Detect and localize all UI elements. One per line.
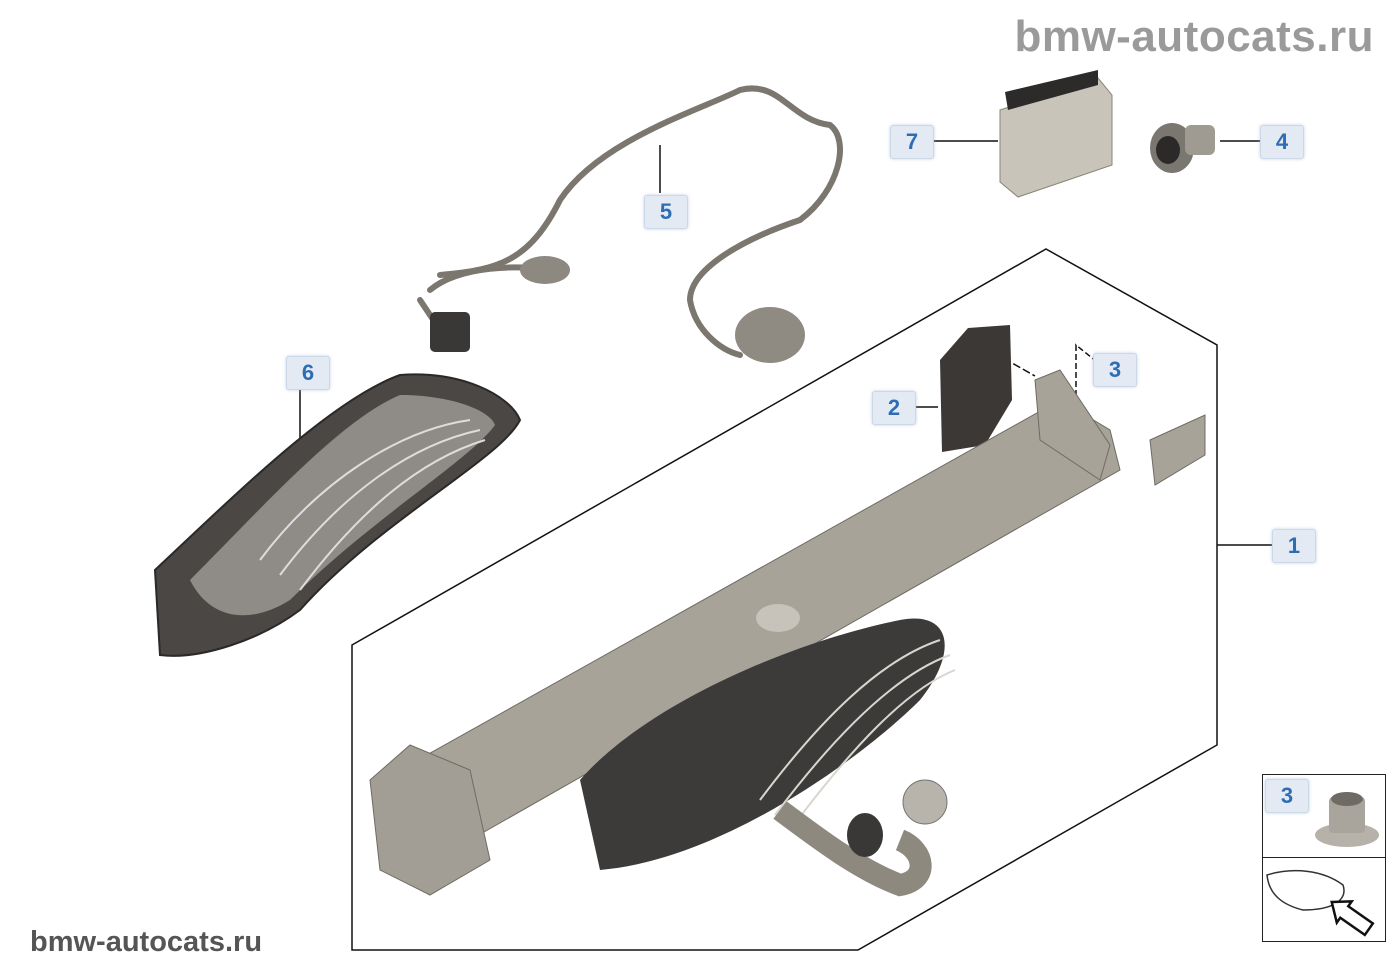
callout-4[interactable]: 4 bbox=[1260, 125, 1304, 159]
watermark-bottom: bmw-autocats.ru bbox=[30, 926, 263, 958]
nut-location-inset: 3 bbox=[1262, 774, 1386, 942]
callout-5[interactable]: 5 bbox=[644, 195, 688, 229]
grommet bbox=[520, 256, 570, 284]
gasket-part bbox=[940, 325, 1012, 452]
wheel-well-insert-part bbox=[153, 373, 522, 657]
tow-hitch-part bbox=[369, 369, 1206, 897]
car-outline-icon bbox=[1266, 869, 1345, 911]
nut-and-car-illustration bbox=[1266, 792, 1379, 937]
nut-body bbox=[1329, 797, 1365, 833]
assembly-frame bbox=[351, 248, 1218, 951]
socket-part bbox=[1150, 123, 1215, 173]
callout-7[interactable]: 7 bbox=[890, 125, 934, 159]
socket-housing bbox=[735, 307, 805, 363]
inset-divider bbox=[1263, 857, 1385, 858]
callout-2[interactable]: 2 bbox=[872, 391, 916, 425]
connector bbox=[430, 312, 470, 352]
inset-callout-3[interactable]: 3 bbox=[1265, 779, 1309, 813]
watermark-top: bmw-autocats.ru bbox=[1014, 12, 1374, 61]
arrow-icon bbox=[1330, 900, 1375, 937]
callout-6[interactable]: 6 bbox=[286, 356, 330, 390]
callout-3[interactable]: 3 bbox=[1093, 353, 1137, 387]
control-unit-part bbox=[999, 70, 1113, 198]
callout-1[interactable]: 1 bbox=[1272, 529, 1316, 563]
